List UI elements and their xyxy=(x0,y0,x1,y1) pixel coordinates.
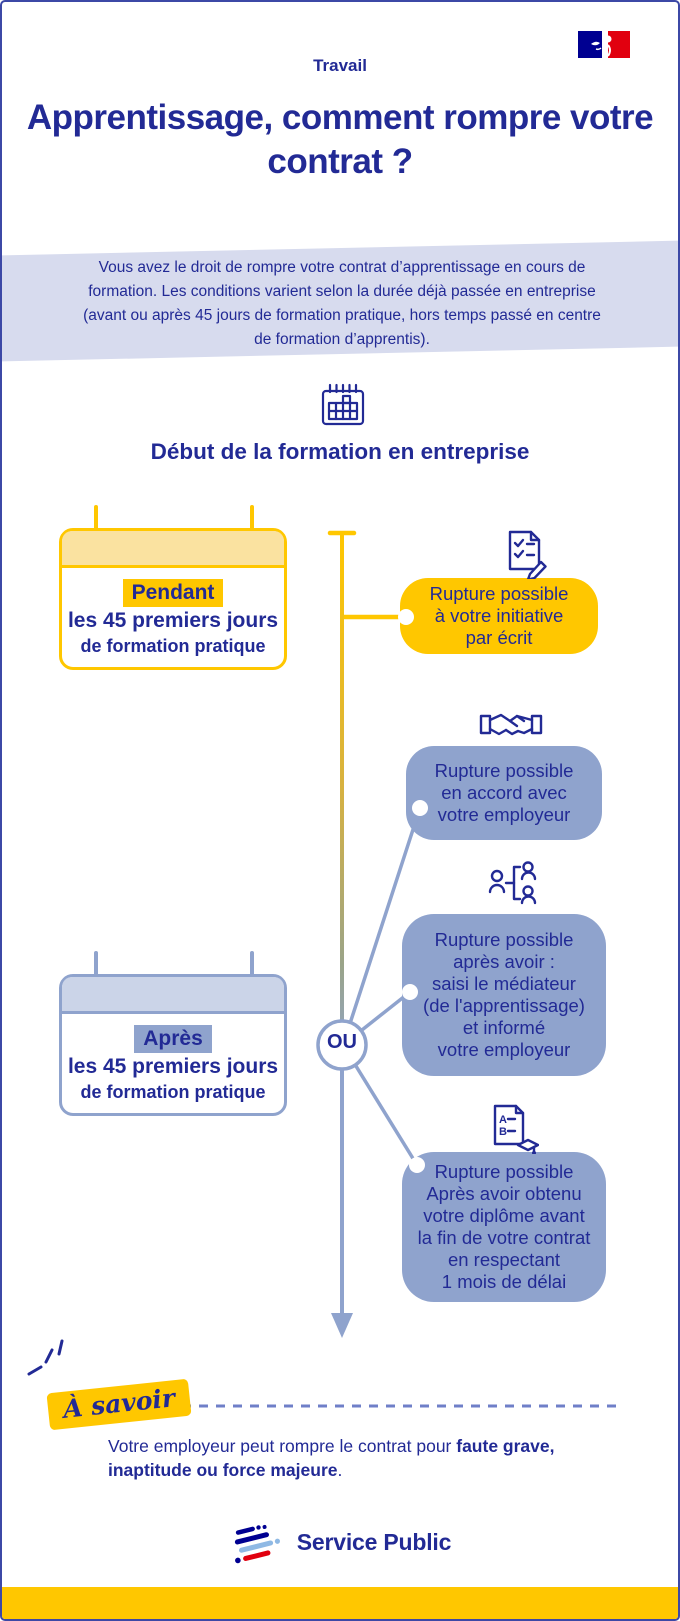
note-text-suffix: . xyxy=(337,1460,343,1480)
period-highlight: Pendant xyxy=(122,579,224,608)
period-line2: de formation pratique xyxy=(80,635,266,656)
calendar-binding-post xyxy=(94,951,98,1001)
handshake-icon xyxy=(479,705,543,745)
period-line1: les 45 premiers jours xyxy=(67,609,279,633)
period-line2: de formation pratique xyxy=(80,1081,266,1102)
calendar-binding-post xyxy=(94,505,98,555)
calendar-card-after: Après les 45 premiers jours de formation… xyxy=(59,951,287,1116)
outcome-bubble-written-initiative: Rupture possible à votre initiative par … xyxy=(400,578,598,654)
calendar-card-band xyxy=(62,977,284,1014)
outcome-bubble-mediator: Rupture possible après avoir : saisi le … xyxy=(402,914,606,1076)
spark-lines-icon xyxy=(27,1339,64,1376)
mediator-icon xyxy=(488,859,540,907)
diploma-icon: A B xyxy=(487,1104,539,1154)
note-text-regular: Votre employeur peut rompre le contrat p… xyxy=(108,1436,457,1456)
timeline-heading: Début de la formation en entreprise xyxy=(150,439,530,464)
note-text: Votre employeur peut rompre le contrat p… xyxy=(108,1434,594,1482)
service-public-logo-icon xyxy=(234,1524,280,1564)
checklist-pen-icon xyxy=(501,529,547,579)
page-brand: Travail xyxy=(313,56,367,75)
note-text-bold: faute grave, inaptitude ou force majeure xyxy=(108,1436,555,1480)
svg-text:A: A xyxy=(499,1114,507,1126)
intro-text: Vous avez le droit de rompre votre contr… xyxy=(83,259,601,348)
page-title: Apprentissage, comment rompre votre cont… xyxy=(26,98,654,182)
footer-accent-bar xyxy=(2,1587,678,1619)
svg-text:B: B xyxy=(499,1126,507,1138)
note-badge: À savoir xyxy=(46,1378,192,1431)
calendar-binding-post xyxy=(250,505,254,555)
period-line1: les 45 premiers jours xyxy=(67,1055,279,1079)
period-highlight: Après xyxy=(134,1025,212,1054)
outcome-bubble-mutual-agreement: Rupture possible en accord avec votre em… xyxy=(406,746,602,840)
calendar-binding-post xyxy=(250,951,254,1001)
calendar-card-band xyxy=(62,531,284,568)
or-connector-label: OU xyxy=(327,1031,357,1053)
calendar-card-during: Pendant les 45 premiers jours de formati… xyxy=(59,505,287,670)
footer-logo: Service Public xyxy=(2,1518,678,1566)
french-government-logo-icon xyxy=(578,31,630,58)
calendar-icon xyxy=(319,382,367,428)
footer-brand: Service Public xyxy=(296,1528,452,1555)
outcome-bubble-diploma: Rupture possible Après avoir obtenu votr… xyxy=(402,1152,606,1302)
